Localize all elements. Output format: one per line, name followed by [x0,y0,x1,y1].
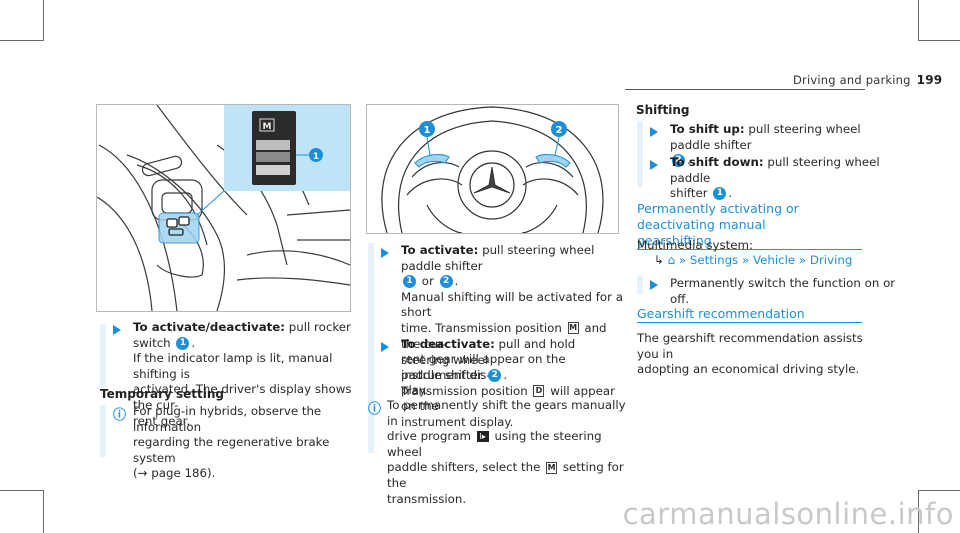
step-bar [637,121,643,187]
crop-mark [0,490,44,491]
crop-mark [918,40,960,41]
step-arrow-icon [650,127,658,137]
step-bar [100,324,106,387]
multimedia-label: Multimedia system: [637,238,753,252]
permanent-switch-step: Permanently switch the function on or of… [670,276,896,306]
m-mode-glyph: M [263,122,272,132]
step-arrow-icon [650,160,658,170]
menu-vehicle[interactable]: Vehicle [752,253,796,267]
m-position-icon: M [546,461,558,474]
shift-up-step: To shift up: pull steering wheel paddle … [670,122,861,168]
section-title: Driving and parking [793,73,911,87]
rocker-switch-figure: M 1 [96,104,351,312]
plug-in-hybrid-note: For plug-in hybrids, observe the informa… [133,404,330,481]
m-position-icon: M [567,322,579,335]
callout-2: 2 [439,275,453,289]
console-illustration: M 1 [97,105,350,311]
steering-wheel-illustration: 1 2 [381,106,604,233]
permanent-manual-heading: Permanently activating or deactivating m… [637,201,862,250]
header-rule [625,89,865,90]
page-number: 199 [916,73,943,87]
note-bar [100,405,106,457]
callout-2: 2 [556,125,563,136]
step-bar [637,276,643,294]
shifting-heading: Shifting [636,103,690,117]
info-icon: ⓘ [368,402,382,417]
callout-1: 1 [313,152,319,162]
step-arrow-icon [381,248,389,258]
info-icon: ⓘ [113,408,127,423]
crop-mark [918,490,919,533]
gearshift-recommendation-heading: Gearshift recommendation [637,306,862,323]
home-icon[interactable]: ⌂ [667,253,676,267]
watermark: carmanualsonline.info [622,497,954,531]
activate-step: To activate: pull steering wheel paddle … [401,243,623,398]
arrow-return-icon: ↳ [654,253,664,267]
crop-mark [918,490,960,491]
crop-mark [918,0,919,40]
recommendation-text: The gearshift recommendation assists you… [637,331,863,377]
page-header: Driving and parking 199 [793,73,942,87]
steering-wheel-figure: 1 2 [366,104,619,234]
step-arrow-icon [650,280,658,290]
activate-deactivate-step: To activate/deactivate: pull rocker swit… [133,320,352,428]
menu-driving[interactable]: Driving [809,253,853,267]
permanent-manual-note: To permanently shift the gears manually … [387,398,626,506]
shift-down-step: To shift down: pull steering wheel paddl… [670,155,880,201]
callout-1: 1 [403,275,416,289]
callout-2: 2 [672,154,685,168]
drive-program-icon: I▸ [476,431,489,443]
step-arrow-icon [381,342,389,352]
d-position-icon: D [533,385,545,398]
menu-settings[interactable]: Settings [689,253,739,267]
callout-1: 1 [713,187,727,201]
crop-mark [0,40,44,41]
step-arrow-icon [113,325,121,335]
step-bar [368,243,374,453]
callout-1: 1 [176,336,190,350]
callout-1: 1 [424,125,431,136]
callout-2: 2 [488,369,502,383]
crop-mark [43,0,44,40]
menu-path: ↳ ⌂ » Settings » Vehicle » Driving [654,253,853,267]
deactivate-step: To deactivate: pull and hold steering wh… [401,337,615,429]
temporary-setting-heading: Temporary setting [100,387,225,401]
crop-mark [43,490,44,533]
